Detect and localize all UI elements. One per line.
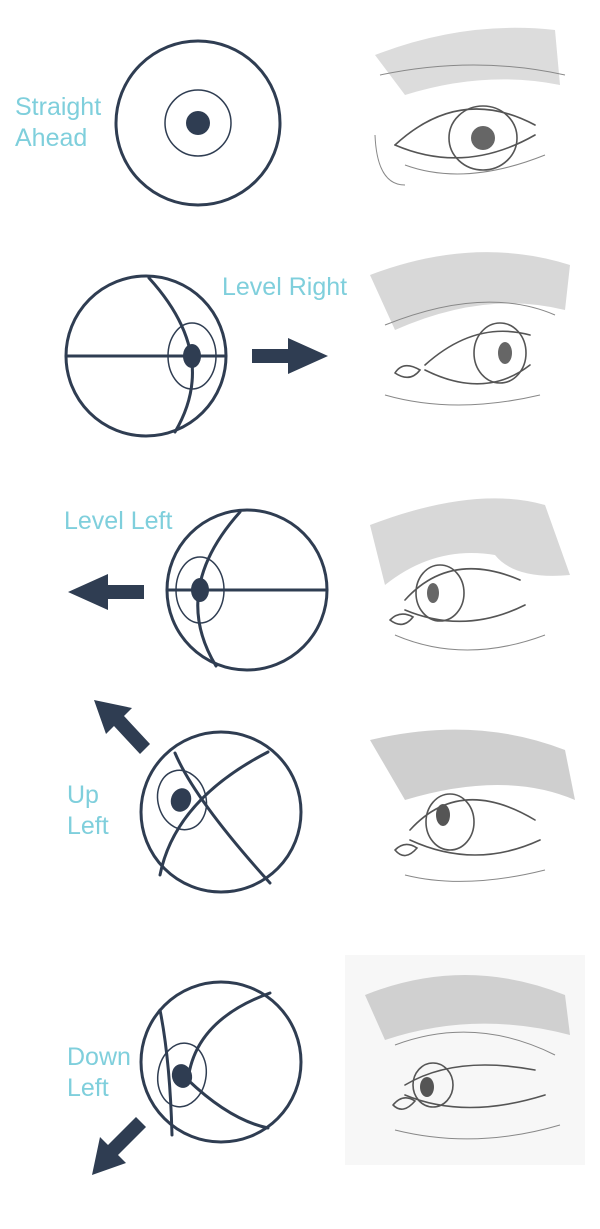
label-up-left: Up Left [67, 780, 109, 842]
label-line: Down [67, 1043, 131, 1071]
label-line: Up [67, 781, 99, 809]
eye-sketch-down-left [345, 955, 585, 1165]
label-line: Level Right [222, 273, 348, 301]
label-line: Level Left [64, 507, 173, 535]
arrow-up-left-icon [94, 700, 150, 754]
label-level-left: Level Left [64, 506, 172, 537]
label-line: Left [67, 812, 109, 840]
label-level-right: Level Right [222, 272, 347, 303]
eye-sketch-up-left [370, 729, 575, 882]
eye-sketch-left [370, 498, 570, 651]
arrow-left-icon [68, 574, 144, 610]
label-line: Straight [15, 93, 102, 121]
arrow-down-left-icon [92, 1117, 146, 1175]
label-straight: Straight Ahead [15, 92, 101, 154]
arrow-right-icon [252, 338, 328, 374]
eye-sketch-right [370, 252, 570, 406]
eye-sketch-straight [374, 27, 566, 186]
label-down-left: Down Left [67, 1042, 131, 1104]
label-line: Ahead [15, 124, 88, 152]
label-line: Left [67, 1074, 109, 1102]
